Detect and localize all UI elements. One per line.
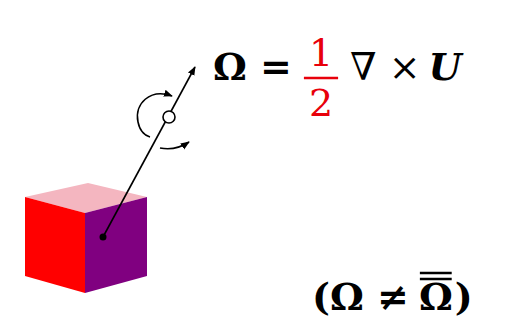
omega-symbol: (Ω ≠ bbox=[312, 278, 409, 316]
fraction-denominator: 2 bbox=[309, 84, 333, 122]
bracket: ) bbox=[455, 278, 473, 316]
rotation-arrow bbox=[137, 94, 172, 137]
fraction-numerator: 1 bbox=[309, 34, 333, 72]
axis-arrow bbox=[103, 67, 195, 237]
cube-front bbox=[25, 197, 85, 293]
curl-operator: ∇ × bbox=[350, 48, 420, 86]
fraction-bar bbox=[304, 77, 338, 80]
axis-circle bbox=[163, 111, 175, 123]
velocity-symbol: U bbox=[429, 48, 462, 86]
overline bbox=[420, 272, 452, 275]
rotation-arrow bbox=[160, 142, 189, 149]
omega-symbol: Ω = bbox=[213, 48, 292, 86]
omega-average: Ω bbox=[419, 278, 453, 316]
